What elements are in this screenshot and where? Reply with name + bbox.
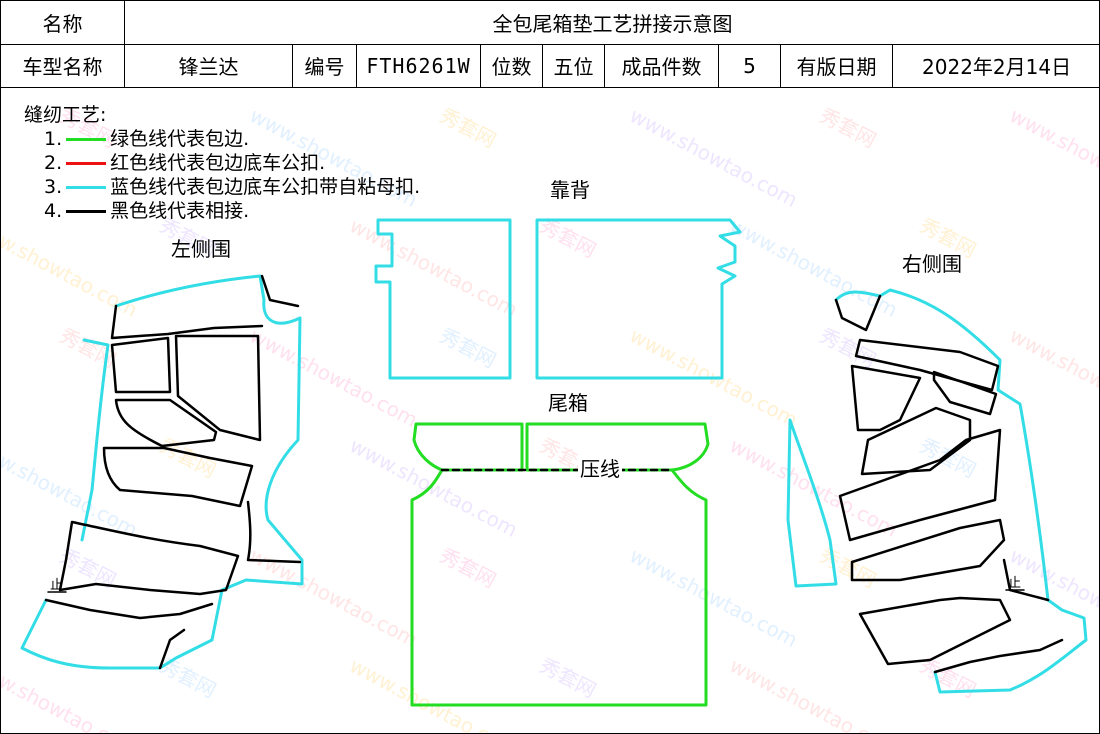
model-label: 车型名称 xyxy=(0,43,125,88)
watermark-text: www.showtao.com xyxy=(1006,103,1100,212)
watermark-text: 秀套网 xyxy=(536,653,600,702)
press-line-label: 压线 xyxy=(578,453,622,482)
watermark-text: 秀套网 xyxy=(436,543,500,592)
watermark-text: 秀套网 xyxy=(816,103,880,152)
watermark-text: www.showtao.com xyxy=(346,433,522,542)
name-label: 名称 xyxy=(0,0,125,45)
right-side-panel xyxy=(786,288,1088,694)
legend-line-swatch xyxy=(66,185,107,189)
legend-line-swatch xyxy=(66,209,107,213)
watermark-text: 秀套网 xyxy=(436,103,500,152)
backrest-left-piece xyxy=(374,218,512,380)
watermark-text: www.showtao.com xyxy=(726,653,902,734)
right-side-label: 右侧围 xyxy=(902,252,962,276)
seats-value: 五位 xyxy=(542,43,605,88)
legend-line-swatch xyxy=(66,137,107,141)
legend-line-swatch xyxy=(66,161,107,165)
legend-item: 2. 红色线代表包边底车公扣. xyxy=(24,151,420,175)
date-label: 有版日期 xyxy=(780,43,893,88)
legend-item: 4. 黑色线代表相接. xyxy=(24,199,420,223)
pieces-label: 成品件数 xyxy=(604,43,719,88)
left-side-outer-cyan xyxy=(20,274,304,670)
trunk-upper-left xyxy=(412,422,524,472)
code-label: 编号 xyxy=(292,43,357,88)
legend-title: 缝纫工艺: xyxy=(24,104,107,126)
legend-item-number: 4. xyxy=(44,200,63,222)
title-block-table: 名称 全包尾箱垫工艺拼接示意图 车型名称 锋兰达 编号 FTH6261W 位数 … xyxy=(0,0,1100,88)
watermark-text: 秀套网 xyxy=(436,323,500,372)
legend-item-text: 红色线代表包边底车公扣. xyxy=(110,152,326,174)
watermark-text: www.showtao.com xyxy=(346,213,522,322)
legend-item-number: 2. xyxy=(44,152,63,174)
left-side-panel xyxy=(20,274,304,670)
backrest-label: 靠背 xyxy=(550,178,590,202)
trunk-main-piece xyxy=(410,468,708,707)
drawing-title: 全包尾箱垫工艺拼接示意图 xyxy=(123,0,1100,45)
watermark-text: www.showtao.com xyxy=(1006,323,1100,432)
legend-item-number: 3. xyxy=(44,176,63,198)
watermark-text: 秀套网 xyxy=(56,323,120,372)
watermark-text: 秀套网 xyxy=(156,653,220,702)
watermark-text: www.showtao.com xyxy=(346,653,522,734)
stop-mark-right: 止 xyxy=(1008,576,1022,591)
model-value: 锋兰达 xyxy=(124,43,293,88)
trunk-label: 尾箱 xyxy=(548,391,588,415)
sewing-legend: 缝纫工艺: 1. 绿色线代表包边. 2. 红色线代表包边底车公扣. 3. 蓝色线代表包边底… xyxy=(24,103,420,223)
date-value: 2022年2月14日 xyxy=(891,43,1100,88)
right-side-outer-cyan xyxy=(834,288,1088,694)
legend-item-text: 蓝色线代表包边底车公扣带自粘母扣. xyxy=(110,176,421,198)
legend-item: 1. 绿色线代表包边. xyxy=(24,127,420,151)
legend-item: 3. 蓝色线代表包边底车公扣带自粘母扣. xyxy=(24,175,420,199)
watermark-text: www.showtao.com xyxy=(626,543,802,652)
legend-item-number: 1. xyxy=(44,128,63,150)
pieces-value: 5 xyxy=(718,43,781,88)
watermark-text: www.showtao.com xyxy=(626,103,802,212)
stop-mark-left: 止 xyxy=(50,578,64,593)
seats-label: 位数 xyxy=(480,43,543,88)
watermark-text: 秀套网 xyxy=(816,323,880,372)
left-side-label: 左侧围 xyxy=(171,237,231,261)
legend-item-text: 绿色线代表包边. xyxy=(110,128,250,150)
backrest-right-piece xyxy=(535,218,742,380)
legend-item-text: 黑色线代表相接. xyxy=(110,200,250,222)
watermark-text: www.showtao.com xyxy=(246,543,422,652)
code-value: FTH6261W xyxy=(356,43,481,88)
